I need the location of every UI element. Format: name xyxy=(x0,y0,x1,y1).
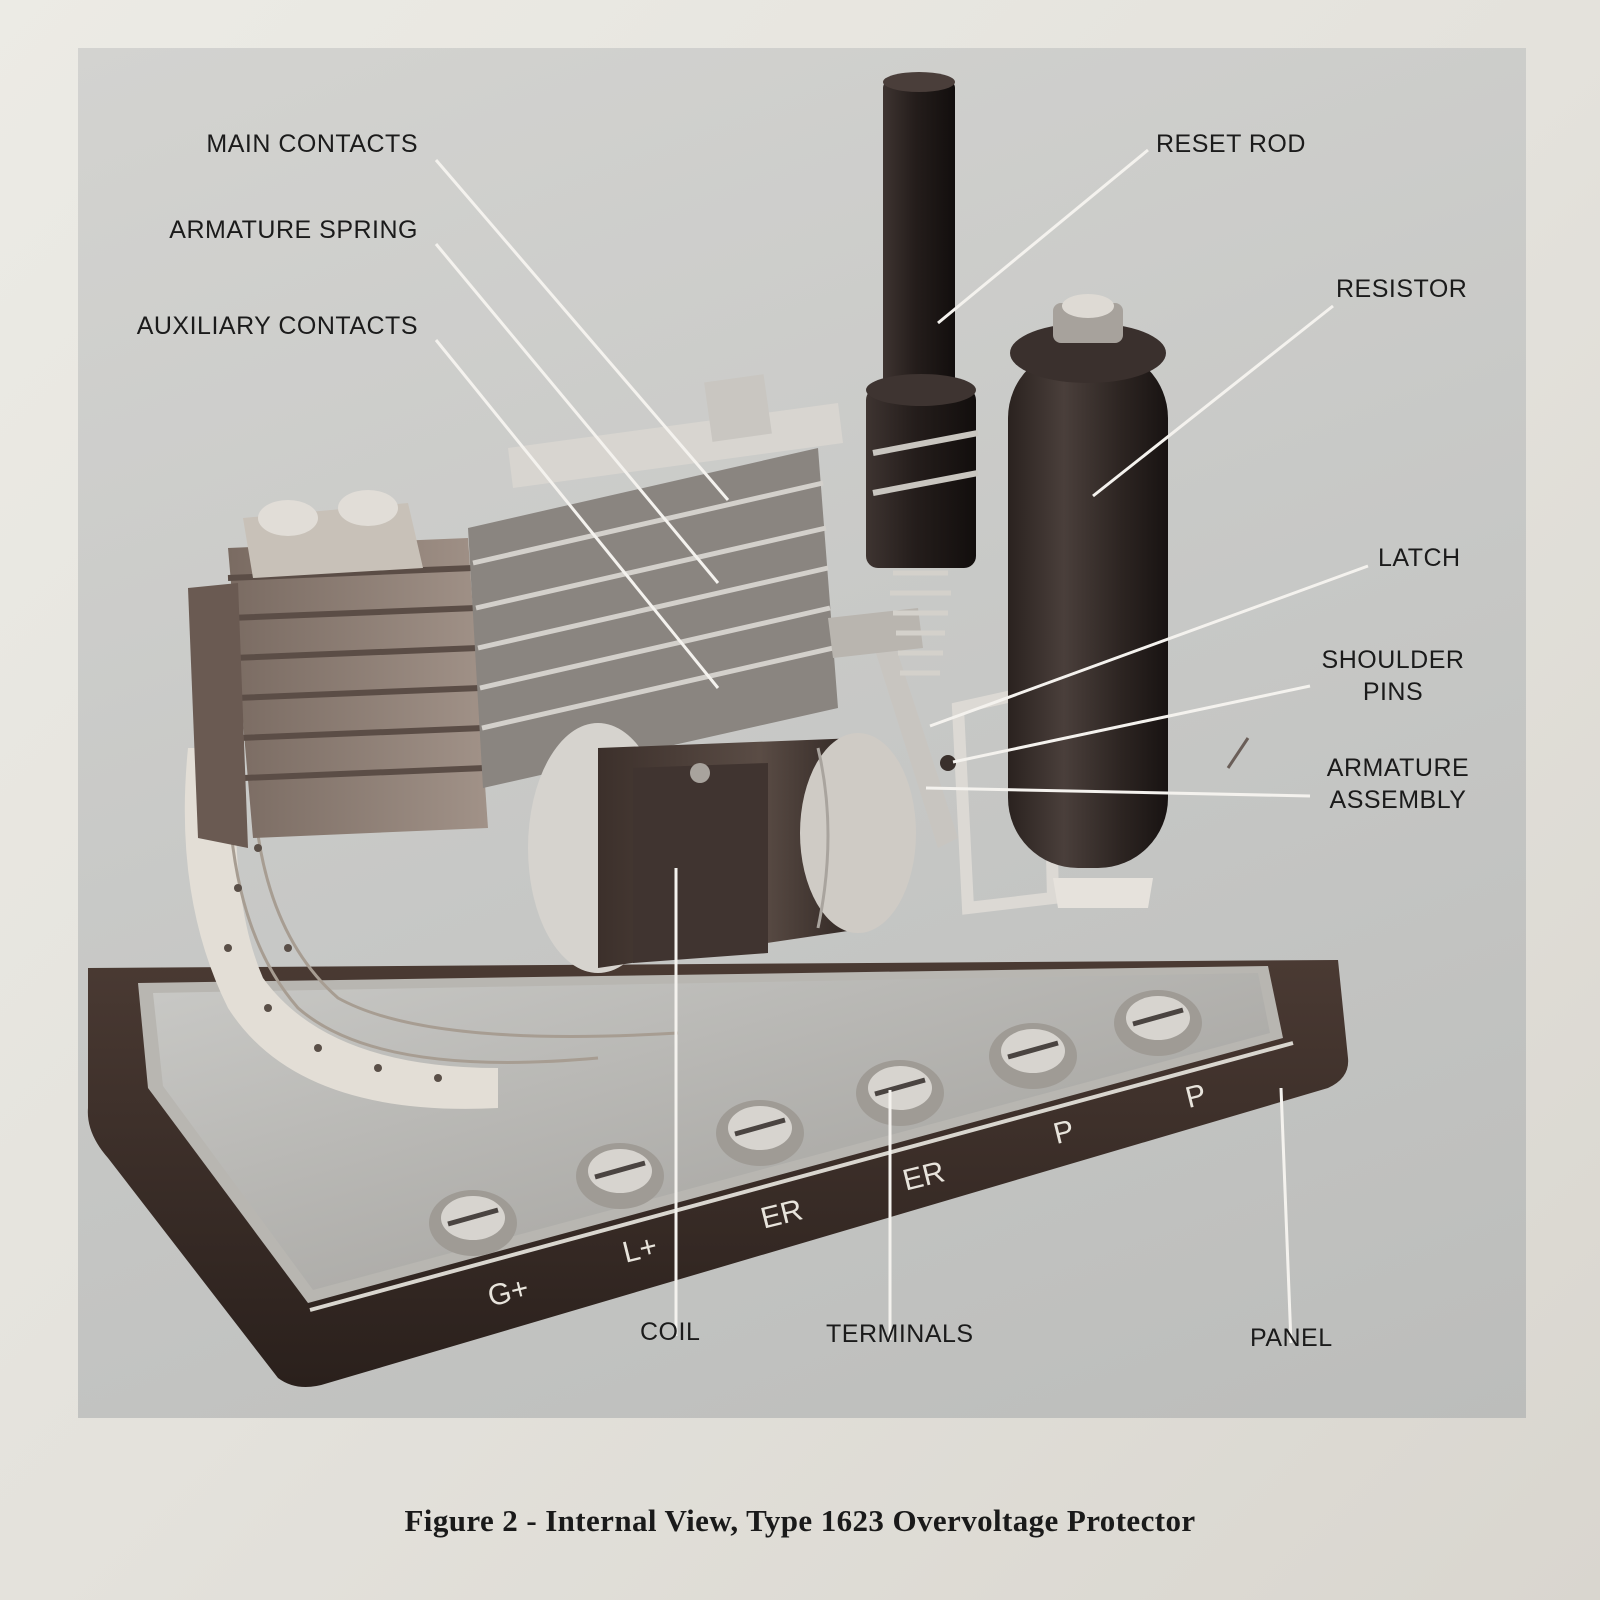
callout-label-reset-rod: RESET ROD xyxy=(1156,130,1306,158)
reset-rod xyxy=(866,72,979,676)
callout-label-coil: COIL xyxy=(640,1318,701,1346)
leader-shoulder-pins xyxy=(952,684,1311,764)
leader-armature-spring xyxy=(434,243,720,584)
terminal-screw xyxy=(716,1100,804,1166)
relay-coil xyxy=(528,723,916,973)
callout-label-terminals: TERMINALS xyxy=(826,1320,974,1348)
leader-armature-assembly xyxy=(925,786,1311,798)
callout-label-panel: PANEL xyxy=(1250,1324,1333,1352)
leader-reset-rod xyxy=(937,148,1149,325)
callout-label-main-contacts: MAIN CONTACTS xyxy=(206,130,418,158)
leader-auxiliary-contacts xyxy=(434,339,720,689)
callout-label-shoulder-pins: SHOULDER PINS xyxy=(1321,646,1465,706)
callout-leaders xyxy=(434,148,1369,1344)
terminal-screw xyxy=(856,1060,944,1126)
device-photo: MAIN CONTACTS ARMATURE SPRING AUXILIARY … xyxy=(78,48,1526,1418)
leader-panel xyxy=(1279,1087,1293,1344)
wiring-harness xyxy=(184,748,679,1109)
callout-label-resistor: RESISTOR xyxy=(1336,275,1468,303)
callout-label-auxiliary-contacts: AUXILIARY CONTACTS xyxy=(136,312,418,340)
contact-springs xyxy=(468,374,843,788)
callout-label-latch: LATCH xyxy=(1378,544,1461,572)
terminal-screw xyxy=(576,1143,664,1209)
terminal-screw xyxy=(989,1023,1077,1089)
terminal-screw xyxy=(429,1190,517,1256)
figure-caption: Figure 2 - Internal View, Type 1623 Over… xyxy=(404,1503,1196,1538)
leader-resistor xyxy=(1092,304,1334,498)
callout-label-armature-spring: ARMATURE SPRING xyxy=(169,216,418,244)
terminal-screw xyxy=(1114,990,1202,1056)
device-illustration xyxy=(87,72,1369,1387)
terminal-screws xyxy=(429,990,1202,1256)
resistor-body xyxy=(1008,294,1250,908)
laminated-stack xyxy=(188,490,488,848)
callout-label-armature-assembly: ARMATURE ASSEMBLY xyxy=(1326,754,1470,814)
leader-main-contacts xyxy=(434,159,730,501)
leader-latch xyxy=(929,564,1369,728)
